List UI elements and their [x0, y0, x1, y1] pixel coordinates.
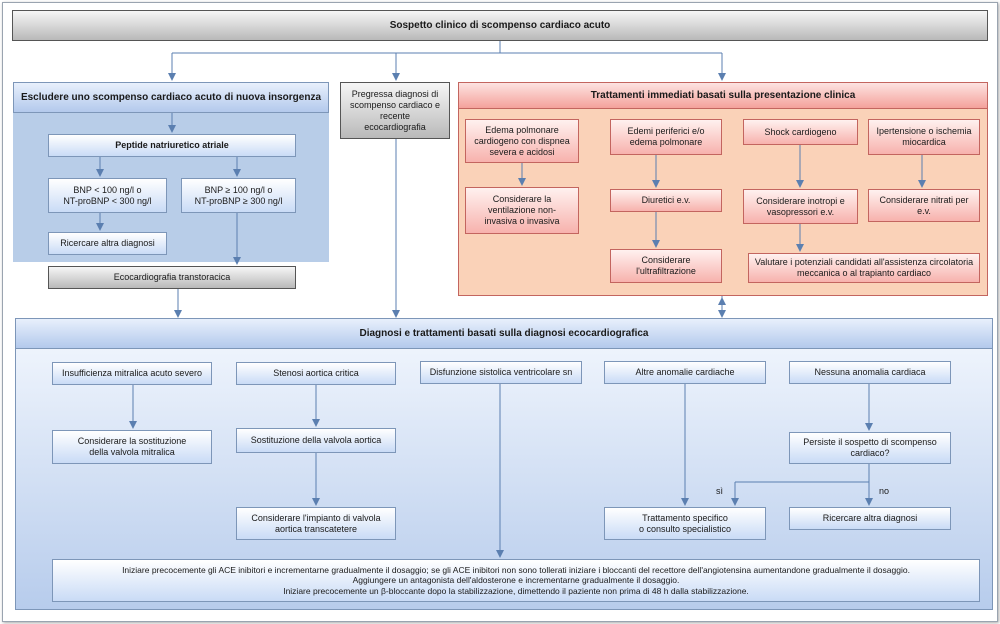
label-no: no	[879, 486, 890, 496]
assistenza-box: Valutare i potenziali candidati all'assi…	[748, 253, 980, 283]
ricercare-altra-box: Ricercare altra diagnosi	[789, 507, 951, 530]
edema-polmonare-box: Edema polmonare cardiogeno con dispnea s…	[465, 119, 579, 163]
disfunzione-box: Disfunzione sistolica ventricolare sn	[420, 361, 582, 384]
diuretici-box: Diuretici e.v.	[610, 189, 722, 212]
trattamento-specifico-box: Trattamento specifico o consulto special…	[604, 507, 766, 540]
eco-box: Ecocardiografia transtoracica	[48, 266, 296, 289]
ultrafiltrazione-box: Considerare l'ultrafiltrazione	[610, 249, 722, 283]
edemi-periferici-box: Edemi periferici e/o edema polmonare	[610, 119, 722, 155]
shock-box: Shock cardiogeno	[743, 119, 858, 145]
bnp-low-box: BNP < 100 ng/l o NT-proBNP < 300 ng/l	[48, 178, 167, 213]
bottom-title: Diagnosi e trattamenti basati sulla diag…	[15, 318, 993, 349]
ipertensione-box: Ipertensione o ischemia miocardica	[868, 119, 980, 155]
label-si: sì	[716, 486, 724, 496]
top-title: Sospetto clinico di scompenso cardiaco a…	[12, 10, 988, 41]
insufficienza-box: Insufficienza mitralica acuto severo	[52, 362, 212, 385]
final-recommendations-box: Iniziare precocemente gli ACE inibitori …	[52, 559, 980, 602]
altre-anomalie-box: Altre anomalie cardiache	[604, 361, 766, 384]
sostituzione-aortica-box: Sostituzione della valvola aortica	[236, 428, 396, 453]
nessuna-anomalia-box: Nessuna anomalia cardiaca	[789, 361, 951, 384]
right-title: Trattamenti immediati basati sulla prese…	[458, 82, 988, 109]
bnp-high-box: BNP ≥ 100 ng/l o NT-proBNP ≥ 300 ng/l	[181, 178, 296, 213]
nitrati-box: Considerare nitrati per e.v.	[868, 189, 980, 222]
persiste-box: Persiste il sospetto di scompenso cardia…	[789, 432, 951, 464]
left-title: Escludere uno scompenso cardiaco acuto d…	[13, 82, 329, 113]
impianto-box: Considerare l'impianto di valvola aortic…	[236, 507, 396, 540]
ventilazione-box: Considerare la ventilazione non- invasiv…	[465, 187, 579, 234]
peptide-box: Peptide natriuretico atriale	[48, 134, 296, 157]
sostituzione-mitralica-box: Considerare la sostituzione della valvol…	[52, 430, 212, 464]
inotropi-box: Considerare inotropi e vasopressori e.v.	[743, 189, 858, 224]
pregressa-box: Pregressa diagnosi di scompenso cardiaco…	[340, 82, 450, 139]
altra-diagnosi-box: Ricercare altra diagnosi	[48, 232, 167, 255]
stenosi-box: Stenosi aortica critica	[236, 362, 396, 385]
